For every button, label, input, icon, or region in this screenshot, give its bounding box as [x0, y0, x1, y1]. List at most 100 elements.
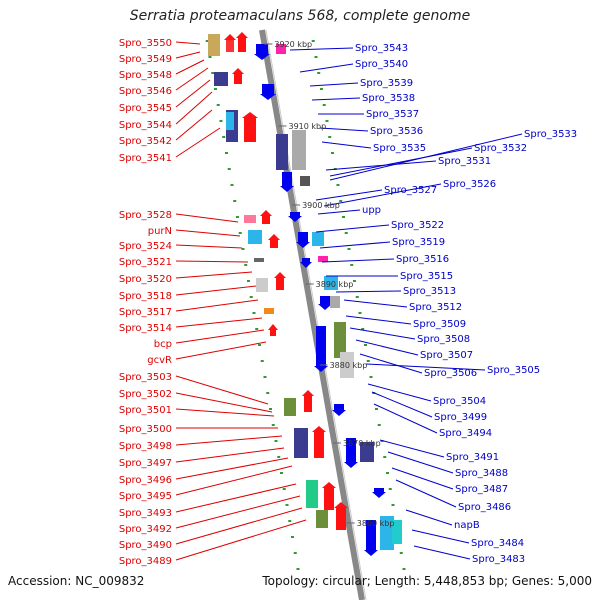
gene-block: [332, 404, 346, 416]
leader-line-left: [175, 408, 275, 417]
gene-label-right: Spro_3505: [487, 365, 540, 376]
tick-mark-right: [355, 296, 359, 298]
gene-label-right: Spro_3532: [474, 143, 527, 154]
tick-mark-left: [241, 248, 245, 250]
gene-label-left: Spro_3544: [119, 120, 172, 131]
tick-mark-right: [347, 248, 351, 250]
leader-line-left: [175, 447, 285, 463]
leader-line-left: [175, 59, 205, 75]
scale-label: 3920 kbp: [274, 40, 312, 49]
gene-label-left: Spro_3541: [119, 153, 172, 164]
gene-label-left: Spro_3524: [119, 241, 172, 252]
gene-label-left: Spro_3546: [119, 86, 172, 97]
genome-axis: [259, 29, 365, 600]
gene-block: [316, 510, 328, 528]
tick-mark-right: [325, 120, 329, 122]
scale-label: 3900 kbp: [302, 201, 340, 210]
gene-block: [244, 215, 256, 223]
tick-mark-left: [222, 136, 226, 138]
gene-block: [268, 324, 278, 336]
gene-label-right: Spro_3504: [433, 396, 486, 407]
gene-label-left: Spro_3498: [119, 441, 172, 452]
tick-mark-left: [263, 376, 267, 378]
gene-label-right: Spro_3512: [409, 302, 462, 313]
gene-label-right: Spro_3527: [384, 185, 437, 196]
tick-mark-right: [402, 568, 406, 570]
leader-line-left: [175, 91, 213, 125]
gene-label-left: purN: [148, 226, 172, 237]
tick-mark-left: [277, 456, 281, 458]
leader-line-right: [373, 403, 438, 434]
tick-mark-right: [314, 56, 318, 58]
gene-label-left: Spro_3497: [119, 458, 172, 469]
leader-line-right: [321, 258, 395, 263]
tick-mark-left: [230, 184, 234, 186]
gene-label-left: Spro_3501: [119, 405, 172, 416]
leader-line-left: [175, 435, 283, 446]
gene-block: [236, 32, 248, 52]
gene-block: [302, 390, 314, 412]
gene-label-left: Spro_3521: [119, 257, 172, 268]
leader-line-right: [315, 189, 383, 201]
gene-block: [254, 44, 270, 60]
gene-label-right: Spro_3507: [420, 350, 473, 361]
tick-mark-left: [244, 264, 248, 266]
genome-title: Serratia proteamaculans 568, complete ge…: [129, 8, 471, 24]
gene-block: [248, 230, 262, 244]
tick-mark-left: [260, 360, 264, 362]
leader-line-right: [413, 545, 471, 560]
gene-block: [392, 520, 402, 544]
tick-mark-right: [385, 472, 389, 474]
tick-mark-left: [290, 536, 294, 538]
leader-line-right: [411, 529, 470, 544]
gene-block: [256, 278, 268, 292]
leader-line-left: [175, 127, 221, 158]
tick-mark-left: [271, 424, 275, 426]
leader-line-left: [175, 495, 301, 529]
tick-mark-left: [279, 472, 283, 474]
leader-line-right: [321, 141, 372, 149]
gene-label-right: Spro_3499: [434, 412, 487, 423]
tick-mark-right: [311, 40, 315, 42]
tick-mark-right: [369, 376, 373, 378]
gene-block: [372, 488, 386, 498]
tick-mark-right: [352, 280, 356, 282]
tick-mark-right: [330, 152, 334, 154]
gene-block: [274, 272, 286, 290]
gene-block: [260, 210, 272, 224]
tick-mark-right: [358, 312, 362, 314]
gene-label-left: bcp: [154, 339, 172, 350]
gene-block: [322, 482, 336, 510]
gene-label-right: Spro_3483: [472, 554, 525, 565]
gene-label-right: Spro_3509: [413, 319, 466, 330]
leader-line-left: [175, 375, 269, 405]
gene-label-right: Spro_3516: [396, 254, 449, 265]
tick-mark-right: [319, 88, 323, 90]
leader-line-left: [175, 457, 289, 480]
scale-label: 3890 kbp: [316, 280, 354, 289]
gene-label-right: Spro_3506: [424, 368, 477, 379]
gene-label-right: Spro_3537: [366, 109, 419, 120]
gene-label-left: Spro_3514: [119, 323, 172, 334]
tick-mark-right: [317, 72, 321, 74]
tick-mark-right: [391, 504, 395, 506]
gene-label-left: Spro_3495: [119, 491, 172, 502]
tick-mark-right: [388, 488, 392, 490]
gene-block: [242, 112, 258, 142]
gene-block: [254, 258, 264, 262]
leader-line-right: [391, 467, 454, 490]
leader-line-right: [405, 509, 453, 526]
gene-block: [276, 44, 286, 54]
tick-mark-left: [216, 104, 220, 106]
leader-line-left: [175, 213, 239, 223]
tick-mark-left: [257, 344, 261, 346]
leader-line-left: [175, 519, 307, 561]
tick-mark-right: [361, 328, 365, 330]
gene-block: [318, 296, 332, 310]
tick-mark-left: [233, 200, 237, 202]
gene-block: [306, 480, 318, 508]
gene-label-right: Spro_3526: [443, 179, 496, 190]
leader-line-right: [309, 82, 359, 87]
gene-label-right: Spro_3522: [391, 220, 444, 231]
